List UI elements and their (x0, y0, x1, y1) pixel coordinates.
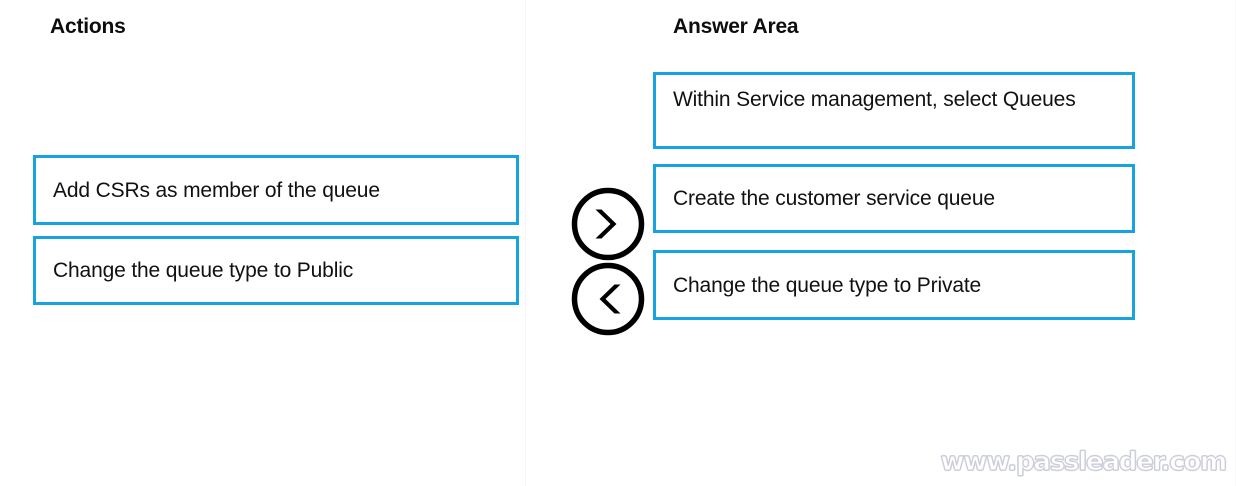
actions-column-header: Actions (50, 15, 126, 38)
chevron-left-circle-icon (571, 262, 645, 336)
answer-item-create-customer-service-queue[interactable]: Create the customer service queue (653, 164, 1135, 233)
move-right-button[interactable] (570, 186, 646, 262)
site-watermark: www.passleader.com (940, 447, 1228, 478)
answer-area-column-header: Answer Area (673, 15, 799, 38)
answer-item-label-line1: Within Service management, select (673, 88, 998, 111)
answer-item-within-service-management[interactable]: Within Service management, select Queues (653, 72, 1135, 149)
move-left-button[interactable] (570, 261, 646, 337)
answer-item-label: Create the customer service queue (673, 187, 995, 210)
action-item-change-queue-type-public[interactable]: Change the queue type to Public (33, 236, 519, 305)
answer-item-change-queue-type-private[interactable]: Change the queue type to Private (653, 250, 1135, 320)
answer-item-label: Change the queue type to Private (673, 273, 982, 297)
action-item-add-csrs[interactable]: Add CSRs as member of the queue (33, 155, 519, 225)
chevron-right-circle-icon (571, 187, 645, 261)
answer-item-label-line2: Queues (1002, 88, 1076, 111)
action-item-label: Change the queue type to Public (53, 259, 354, 282)
action-item-label: Add CSRs as member of the queue (53, 178, 380, 202)
answer-item-label: Within Service management, select Queues (673, 82, 1076, 117)
panel-divider (525, 0, 526, 486)
